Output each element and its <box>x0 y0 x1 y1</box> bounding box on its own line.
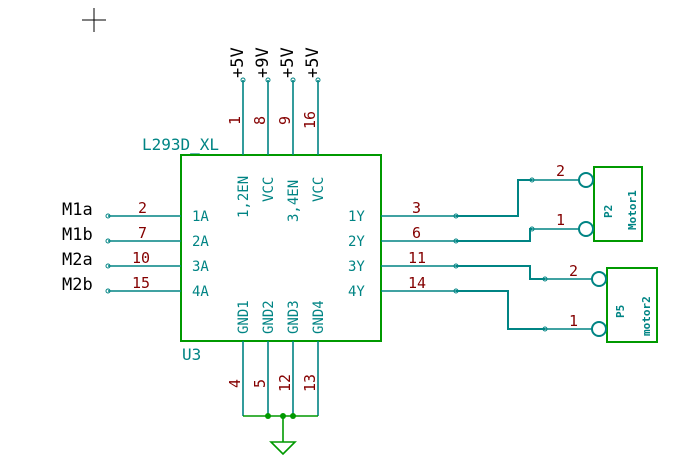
ground-bus <box>243 413 318 442</box>
connector-P5[interactable] <box>542 267 658 343</box>
pin-number-12: 12 <box>276 374 294 392</box>
net-label-M1a: M1a <box>62 200 93 220</box>
pin-name-1Y: 1Y <box>348 209 365 225</box>
connector-P5-body <box>606 267 658 343</box>
connector-P2-body <box>593 166 643 242</box>
pin-name-vcc-8: VCC <box>261 177 277 202</box>
connector-P2[interactable] <box>529 166 643 242</box>
pin-name-vcc-16: VCC <box>311 177 327 202</box>
left-pins <box>105 213 181 294</box>
connector-P2-pin2-icon <box>578 172 594 188</box>
pin-number-1: 1 <box>226 116 244 125</box>
pin-number-7: 7 <box>138 224 147 242</box>
ground-icon <box>269 441 297 456</box>
pin-number-5: 5 <box>251 379 269 388</box>
pin-number-6: 6 <box>412 224 421 242</box>
pin-number-4: 4 <box>226 379 244 388</box>
pin-name-4Y: 4Y <box>348 284 365 300</box>
connector-P2-pin1-number: 1 <box>556 211 565 229</box>
pin-name-3Y: 3Y <box>348 259 365 275</box>
pin-number-15: 15 <box>132 274 150 292</box>
net-label-M1b: M1b <box>62 225 93 245</box>
output-wires <box>456 179 545 330</box>
connector-P5-ref: P5 <box>614 305 627 318</box>
pin-number-9: 9 <box>276 116 294 125</box>
pin-name-3,4EN: 3,4EN <box>286 180 302 222</box>
ic-value-label: L293D_XL <box>142 135 219 154</box>
pin-name-GND3: GND3 <box>286 300 302 334</box>
connector-P2-ref: P2 <box>602 205 615 218</box>
ic-ref-label: U3 <box>182 345 201 364</box>
ic-body[interactable] <box>180 154 382 342</box>
pin-name-GND2: GND2 <box>261 300 277 334</box>
pin-name-3A: 3A <box>192 259 209 275</box>
pin-name-GND4: GND4 <box>311 300 327 334</box>
pin-number-16: 16 <box>301 111 319 129</box>
connector-P5-pin1-number: 1 <box>569 312 578 330</box>
pin-name-1,2EN: 1,2EN <box>236 176 252 218</box>
pin-number-3: 3 <box>412 199 421 217</box>
bottom-pins <box>242 341 319 416</box>
pin-name-4A: 4A <box>192 284 209 300</box>
pin-number-11: 11 <box>408 249 426 267</box>
connector-P2-pin2-number: 2 <box>556 162 565 180</box>
connector-P5-pin1-icon <box>591 321 607 337</box>
connector-P5-value: motor2 <box>640 296 653 336</box>
pin-name-2A: 2A <box>192 234 209 250</box>
pin-number-8: 8 <box>251 116 269 125</box>
top-pins <box>240 77 321 155</box>
right-pins <box>381 213 459 294</box>
connector-P2-pin1-icon <box>578 221 594 237</box>
crosshair-cursor-icon <box>82 8 106 32</box>
power-label-pin9: +5V <box>278 47 298 78</box>
connector-P5-pin2-number: 2 <box>569 262 578 280</box>
pin-number-14: 14 <box>408 274 426 292</box>
net-label-M2b: M2b <box>62 275 93 295</box>
pin-name-1A: 1A <box>192 209 209 225</box>
pin-name-GND1: GND1 <box>236 300 252 334</box>
pin-number-2: 2 <box>138 199 147 217</box>
pin-number-10: 10 <box>132 249 150 267</box>
connector-P2-value: Motor1 <box>626 190 639 230</box>
power-label-pin1: +5V <box>228 47 248 78</box>
connector-P5-pin2-icon <box>591 271 607 287</box>
power-label-pin16: +5V <box>303 47 323 78</box>
net-label-M2a: M2a <box>62 250 93 270</box>
power-label-pin8: +9V <box>253 47 273 78</box>
pin-name-2Y: 2Y <box>348 234 365 250</box>
pin-number-13: 13 <box>301 374 319 392</box>
